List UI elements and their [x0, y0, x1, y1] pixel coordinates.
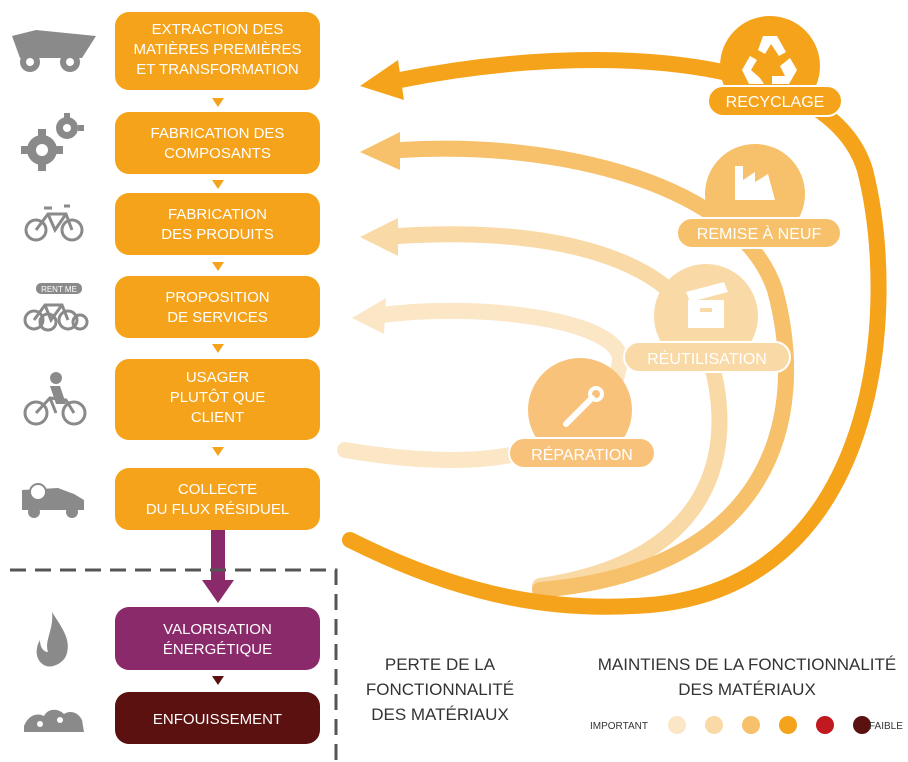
- loop-arcs: [337, 52, 887, 615]
- landfill-icon: [24, 709, 84, 732]
- caption-line: FONCTIONNALITÉ: [366, 680, 514, 699]
- step-box: [115, 12, 320, 90]
- step-label-line: ENFOUISSEMENT: [153, 711, 282, 728]
- bicycle-icon: [24, 204, 84, 242]
- dump-truck-icon: [12, 30, 96, 72]
- step-label-line: DU FLUX RÉSIDUEL: [146, 501, 289, 518]
- legend-title-line: MAINTIENS DE LA FONCTIONNALITÉ: [598, 655, 897, 674]
- step-box: [115, 193, 320, 255]
- lifecycle-steps: EXTRACTION DES MATIÈRES PREMIÈRES ET TRA…: [115, 12, 320, 744]
- reparation-arrowhead: [352, 298, 386, 334]
- loss-arrow: [202, 530, 234, 603]
- step-label-line: FABRICATION: [168, 206, 267, 223]
- down-arrow: [212, 676, 224, 685]
- step-fabrication-produits: FABRICATION DES PRODUITS: [115, 193, 320, 255]
- factory-icon: [735, 166, 775, 200]
- caption-line: DES MATÉRIAUX: [371, 705, 509, 724]
- legend-high-label: FAIBLE: [869, 721, 903, 732]
- loop-reutilisation: RÉUTILISATION: [623, 264, 791, 373]
- step-extraction: EXTRACTION DES MATIÈRES PREMIÈRES ET TRA…: [115, 12, 320, 90]
- step-label-line: VALORISATION: [163, 621, 272, 638]
- remise-a-neuf-arrowhead: [360, 132, 400, 170]
- loss-region-border: [10, 568, 338, 762]
- down-arrow: [212, 344, 224, 353]
- step-valorisation: VALORISATION ÉNERGÉTIQUE: [115, 607, 320, 670]
- legend-dot: [816, 716, 834, 734]
- recyclage-arc: [342, 52, 887, 615]
- step-box: [115, 359, 320, 440]
- collection-truck-icon: [22, 483, 84, 518]
- step-label-line: MATIÈRES PREMIÈRES: [133, 41, 301, 58]
- step-label-line: USAGER: [186, 369, 250, 386]
- step-label-line: ÉNERGÉTIQUE: [163, 641, 272, 658]
- loop-label: REMISE À NEUF: [697, 224, 822, 243]
- legend-dot: [742, 716, 760, 734]
- functionality-legend: MAINTIENS DE LA FONCTIONNALITÉ DES MATÉR…: [590, 655, 903, 734]
- step-label-line: CLIENT: [191, 409, 244, 426]
- loss-caption: PERTE DE LA FONCTIONNALITÉ DES MATÉRIAUX: [366, 655, 514, 724]
- step-box: [115, 276, 320, 338]
- loop-label: RECYCLAGE: [726, 94, 825, 111]
- legend-dot: [705, 716, 723, 734]
- step-proposition-services: PROPOSITION DE SERVICES: [115, 276, 320, 338]
- legend-title-line: DES MATÉRIAUX: [678, 680, 816, 699]
- loop-label: RÉPARATION: [531, 445, 633, 464]
- down-arrow: [212, 262, 224, 271]
- step-label-line: PLUTÔT QUE: [170, 389, 266, 406]
- loop-label: RÉUTILISATION: [647, 349, 767, 368]
- recyclage-arrowhead: [360, 60, 404, 100]
- step-box: [115, 112, 320, 174]
- step-collecte: COLLECTE DU FLUX RÉSIDUEL: [115, 468, 320, 530]
- reparation-arc: [337, 302, 629, 468]
- step-usager: USAGER PLUTÔT QUE CLIENT: [115, 359, 320, 440]
- down-arrow: [212, 98, 224, 107]
- loop-reparation: RÉPARATION: [508, 358, 656, 469]
- remise-a-neuf-arc: [392, 140, 795, 598]
- recycle-icon: [742, 36, 797, 84]
- step-label-line: COLLECTE: [178, 481, 257, 498]
- down-arrow: [212, 180, 224, 189]
- step-label-line: DE SERVICES: [167, 309, 268, 326]
- step-box: [115, 607, 320, 670]
- box-icon: [686, 282, 728, 328]
- rent-tag-text: RENT ME: [41, 285, 77, 294]
- gears-icon: [21, 113, 84, 171]
- caption-line: PERTE DE LA: [385, 655, 496, 674]
- legend-dot: [779, 716, 797, 734]
- loop-recyclage: RECYCLAGE: [707, 16, 843, 117]
- step-box: [115, 692, 320, 744]
- step-label-line: COMPOSANTS: [164, 145, 271, 162]
- legend-dot: [853, 716, 871, 734]
- step-enfouissement: ENFOUISSEMENT: [115, 692, 320, 744]
- step-label-line: EXTRACTION DES: [152, 21, 284, 38]
- step-icons: RENT ME: [12, 30, 96, 732]
- step-label-line: FABRICATION DES: [151, 125, 285, 142]
- step-label-line: DES PRODUITS: [161, 226, 274, 243]
- loop-remise-a-neuf: REMISE À NEUF: [676, 144, 842, 249]
- step-label-line: ET TRANSFORMATION: [136, 61, 299, 78]
- cyclist-icon: [23, 372, 87, 426]
- down-arrow: [212, 447, 224, 456]
- step-fabrication-composants: FABRICATION DES COMPOSANTS: [115, 112, 320, 174]
- wrench-icon: [563, 386, 604, 427]
- step-label-line: PROPOSITION: [165, 289, 269, 306]
- legend-scale: [668, 716, 871, 734]
- flame-icon: [36, 612, 68, 667]
- reutilisation-arrowhead: [360, 218, 398, 256]
- step-box: [115, 468, 320, 530]
- legend-low-label: IMPORTANT: [590, 721, 648, 732]
- legend-dot: [668, 716, 686, 734]
- rental-bicycles-icon: RENT ME: [23, 283, 89, 332]
